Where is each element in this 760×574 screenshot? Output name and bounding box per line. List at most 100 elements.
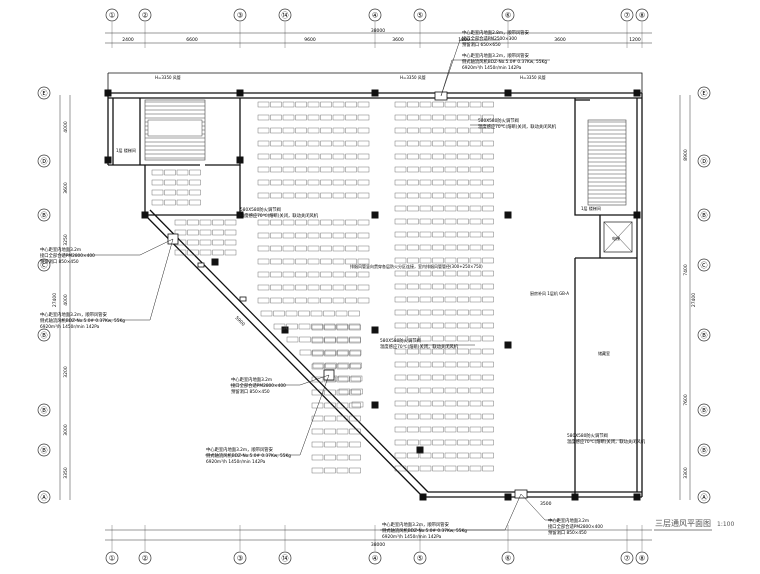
desk [444, 309, 457, 316]
desk [419, 283, 432, 290]
desk [345, 232, 357, 239]
note-left-a: 接口全部合适PM2800×400 [40, 252, 95, 259]
desk [187, 239, 199, 246]
desk [349, 376, 361, 383]
desk [307, 219, 320, 226]
desk [189, 169, 201, 176]
desk [444, 153, 457, 160]
desk [282, 153, 295, 160]
top-dim: 2400 [122, 37, 134, 43]
desk [311, 454, 324, 461]
desk [394, 426, 407, 433]
note-grille-top: 580X580防火调节阀 [478, 117, 519, 124]
desk [432, 387, 444, 394]
desk [407, 296, 419, 303]
desk [332, 153, 345, 160]
note-fan-top2: 侧式轴流风机BDZ-No.5.0# 0.37Kw, 55Kg [462, 58, 547, 65]
grid-col-label: ⑭ [282, 555, 289, 563]
desk [338, 388, 351, 395]
desk [469, 205, 482, 212]
desk [482, 270, 494, 277]
desk [444, 205, 457, 212]
desk [394, 166, 407, 173]
desk [176, 169, 189, 176]
right-stair-label: 1层 楼梯间 [581, 205, 601, 211]
desk [394, 218, 407, 225]
desk [482, 387, 494, 394]
desk [273, 310, 285, 317]
desk [419, 322, 432, 329]
desk [336, 402, 349, 409]
desk [469, 257, 482, 264]
desk [407, 322, 419, 329]
desk [345, 101, 357, 108]
desk [299, 336, 311, 343]
grid-bubble [233, 551, 247, 565]
desk [444, 231, 457, 238]
desk [432, 309, 444, 316]
desk [357, 271, 370, 278]
desk [212, 229, 224, 236]
desk [457, 374, 469, 381]
note-grille-right: 580X580防火调节阀 [567, 432, 608, 439]
grid-col-label: ⑤ [417, 12, 423, 20]
desk [176, 199, 189, 206]
grid-bubble [37, 443, 51, 457]
desk [257, 101, 270, 108]
desk [270, 101, 282, 108]
desk [394, 205, 407, 212]
desk [419, 452, 432, 459]
desk [298, 310, 310, 317]
top-dim: 3600 [554, 37, 566, 43]
desk [336, 350, 349, 357]
desk [482, 231, 494, 238]
desk [482, 335, 494, 342]
desk [325, 362, 337, 369]
desk [324, 402, 336, 409]
desk [345, 245, 357, 252]
desk [307, 192, 320, 199]
desk [224, 249, 237, 256]
desk [444, 166, 457, 173]
desk [444, 296, 457, 303]
desk [457, 296, 469, 303]
note-left-a: 中心距室内地面3.2m [40, 246, 81, 253]
desk [469, 166, 482, 173]
note-fan-top2: 6920m³/h 1450r/min 142Pa [462, 65, 522, 71]
desk [444, 465, 457, 472]
elevator-shaft [603, 221, 633, 253]
grid-bubble [368, 8, 382, 22]
desk [345, 219, 357, 226]
desk [307, 284, 320, 291]
right-stair [587, 119, 627, 206]
desk [457, 309, 469, 316]
desk [482, 361, 494, 368]
desk [345, 114, 357, 121]
column [571, 493, 579, 501]
grid-row-label: Ⓐ [41, 494, 48, 502]
desk [419, 400, 432, 407]
desk [345, 166, 357, 173]
pipe-label-top: H=3350 风管 [155, 74, 181, 80]
desk [457, 426, 469, 433]
desk [270, 284, 282, 291]
desk [457, 413, 469, 420]
desk [432, 127, 444, 134]
note-bottom-a: 侧式轴流风机BDZ-No.5.0# 0.37Kw, 55Kg [382, 527, 467, 534]
note-bottom-b: 预留洞口 850×450 [548, 529, 587, 536]
desk [320, 258, 332, 265]
desk [469, 140, 482, 147]
desk [394, 361, 407, 368]
column [633, 211, 641, 219]
desk [482, 205, 494, 212]
desk [224, 229, 237, 236]
column [236, 156, 244, 164]
desk [432, 153, 444, 160]
top-dim: 6600 [186, 37, 198, 43]
desk [407, 452, 419, 459]
desk [332, 258, 345, 265]
desk [482, 426, 494, 433]
desk [295, 245, 307, 252]
